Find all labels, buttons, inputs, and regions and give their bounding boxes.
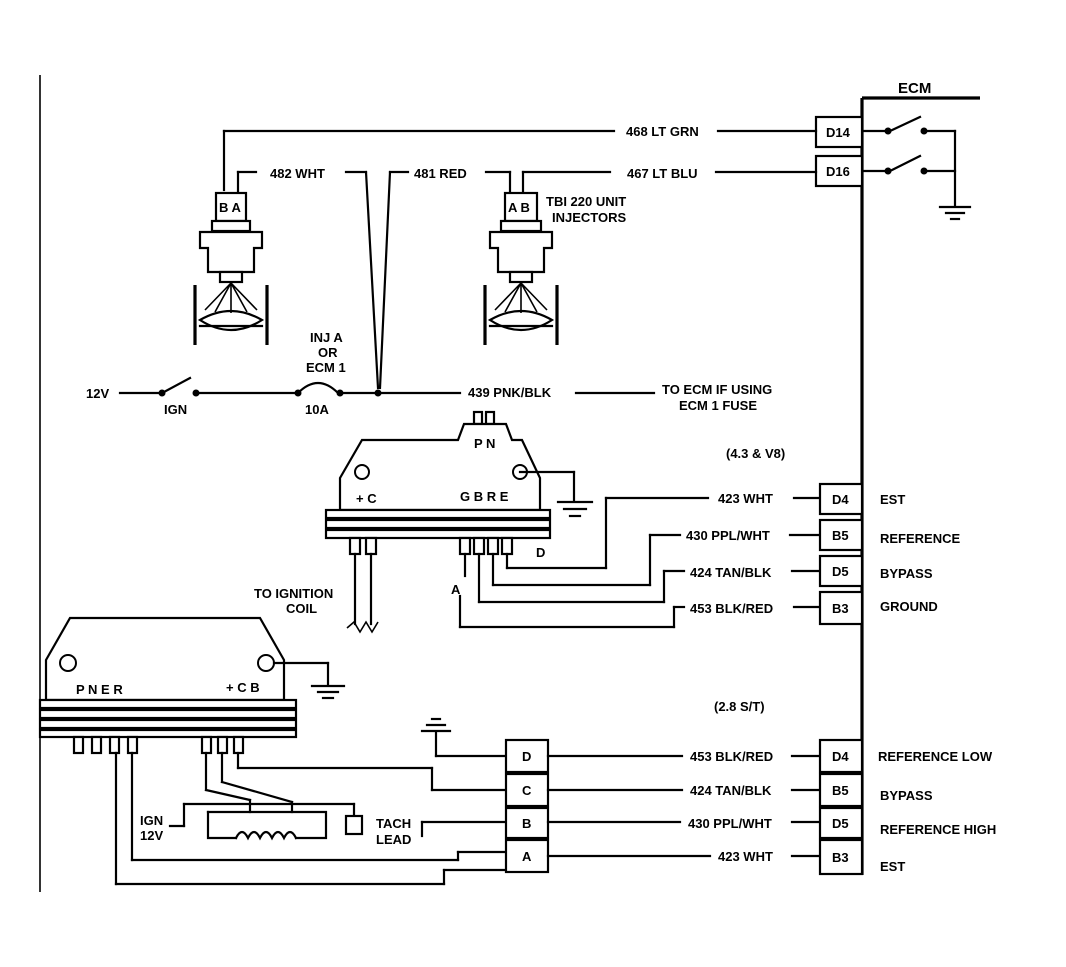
- injector-right-connector: A B: [508, 200, 530, 215]
- ecm-title: ECM: [898, 80, 931, 97]
- pin-a-label: A: [451, 582, 461, 597]
- row-28-wire-1: 453 BLK/RED: [690, 749, 773, 764]
- wire-482: 482 WHT: [236, 166, 380, 390]
- power-circuit: 12V IGN INJ A OR ECM 1 10A 439 PNK/BLK T…: [86, 330, 772, 417]
- connector-ground: [420, 717, 508, 758]
- module-v8-row-bypass: 424 TAN/BLK D5 BYPASS: [690, 554, 933, 588]
- module-28-row-est: A 423 WHT B3 EST: [504, 838, 905, 876]
- tach-lead-line1: TACH: [376, 816, 411, 831]
- injectors-label-line2: INJECTORS: [552, 210, 626, 225]
- row-v8-wire-2: 430 PPL/WHT: [686, 528, 770, 543]
- wire-467-label: 467 LT BLU: [627, 166, 698, 181]
- row-28-conn-1: D: [522, 749, 531, 764]
- tach-lead-line2: LEAD: [376, 832, 411, 847]
- row-28-wire-4: 423 WHT: [718, 849, 773, 864]
- row-v8-func-1: EST: [880, 492, 905, 507]
- row-28-conn-4: A: [522, 849, 532, 864]
- power-note-line2: ECM 1 FUSE: [679, 398, 757, 413]
- module-28-left-terminals: P N E R: [76, 682, 123, 697]
- coil-tach-circuit: IGN 12V TACH LEAD: [114, 751, 508, 886]
- ign-12v-line1: IGN: [140, 813, 163, 828]
- module-v8-left-terminals: + C: [356, 491, 377, 506]
- row-28-func-1: REFERENCE LOW: [878, 749, 993, 764]
- row-28-pin-4: B3: [832, 850, 849, 865]
- ecm-internal-switches: [860, 115, 957, 207]
- pin-d14-label: D14: [826, 125, 851, 140]
- row-v8-func-3: BYPASS: [880, 566, 933, 581]
- power-note-line1: TO ECM IF USING: [662, 382, 772, 397]
- row-28-func-4: EST: [880, 859, 905, 874]
- row-28-pin-3: D5: [832, 816, 849, 831]
- module-v8-right-terminals: G B R E: [460, 489, 509, 504]
- wire-481: 481 RED: [378, 166, 512, 390]
- injector-left-connector: B A: [219, 200, 242, 215]
- wire-468: 468 LT GRN: [222, 124, 818, 192]
- module-28-row-bypass: C 424 TAN/BLK B5 BYPASS: [504, 772, 933, 808]
- ecm-ground-symbol: [938, 205, 972, 221]
- fuse-label-3: ECM 1: [306, 360, 346, 375]
- row-28-pin-1: D4: [832, 749, 849, 764]
- ign-switch-label: IGN: [164, 402, 187, 417]
- fuse-rating: 10A: [305, 402, 329, 417]
- ign-12v-line2: 12V: [140, 828, 163, 843]
- row-28-func-3: REFERENCE HIGH: [880, 822, 996, 837]
- row-v8-wire-3: 424 TAN/BLK: [690, 565, 772, 580]
- to-ignition-coil: TO IGNITION COIL: [254, 552, 379, 634]
- row-28-conn-2: C: [522, 783, 532, 798]
- row-28-func-2: BYPASS: [880, 788, 933, 803]
- module-v8-heading: (4.3 & V8): [726, 446, 785, 461]
- row-v8-func-2: REFERENCE: [880, 531, 961, 546]
- row-28-pin-2: B5: [832, 783, 849, 798]
- coil-label-line2: COIL: [286, 601, 317, 616]
- wire-481-label: 481 RED: [414, 166, 467, 181]
- module-28: P N E R + C B: [38, 616, 298, 755]
- row-v8-wire-1: 423 WHT: [718, 491, 773, 506]
- module-v8-row-reference: 430 PPL/WHT B5 REFERENCE: [686, 518, 961, 552]
- module-28-right-terminals: + C B: [226, 680, 260, 695]
- wire-468-label: 468 LT GRN: [626, 124, 699, 139]
- pin-d16-label: D16: [826, 164, 850, 179]
- module-v8: P N + C G B R E: [324, 410, 552, 556]
- module-28-row-reference-low: D 453 BLK/RED D4 REFERENCE LOW: [504, 738, 993, 774]
- row-v8-pin-1: D4: [832, 492, 849, 507]
- module-v8-wires: D A: [451, 496, 822, 629]
- module-28-heading: (2.8 S/T): [714, 699, 765, 714]
- injector-right: A B: [483, 191, 559, 345]
- row-28-wire-2: 424 TAN/BLK: [690, 783, 772, 798]
- pin-d14: D14: [814, 115, 864, 149]
- row-28-conn-3: B: [522, 816, 531, 831]
- row-v8-pin-2: B5: [832, 528, 849, 543]
- power-voltage: 12V: [86, 386, 109, 401]
- module-28-ground: [272, 661, 346, 700]
- wire-482-label: 482 WHT: [270, 166, 325, 181]
- row-v8-pin-3: D5: [832, 564, 849, 579]
- module-v8-top-terminals: P N: [474, 436, 495, 451]
- module-v8-row-ground: 453 BLK/RED B3 GROUND: [690, 590, 938, 626]
- module-28-row-reference-high: B 430 PPL/WHT D5 REFERENCE HIGH: [504, 806, 996, 840]
- fuse-label-1: INJ A: [310, 330, 343, 345]
- injector-left: B A: [193, 191, 269, 345]
- row-28-wire-3: 430 PPL/WHT: [688, 816, 772, 831]
- injectors-label-line1: TBI 220 UNIT: [546, 194, 626, 209]
- module-v8-row-est: 423 WHT D4 EST: [718, 482, 905, 516]
- pin-d-label: D: [536, 545, 545, 560]
- row-v8-pin-4: B3: [832, 601, 849, 616]
- wire-467: 467 LT BLU: [521, 166, 818, 195]
- row-v8-wire-4: 453 BLK/RED: [690, 601, 773, 616]
- fuse-label-2: OR: [318, 345, 338, 360]
- module-v8-ground: [518, 470, 594, 518]
- row-v8-func-4: GROUND: [880, 599, 938, 614]
- coil-label-line1: TO IGNITION: [254, 586, 333, 601]
- pin-d16: D16: [814, 154, 864, 188]
- wire-439-label: 439 PNK/BLK: [468, 385, 552, 400]
